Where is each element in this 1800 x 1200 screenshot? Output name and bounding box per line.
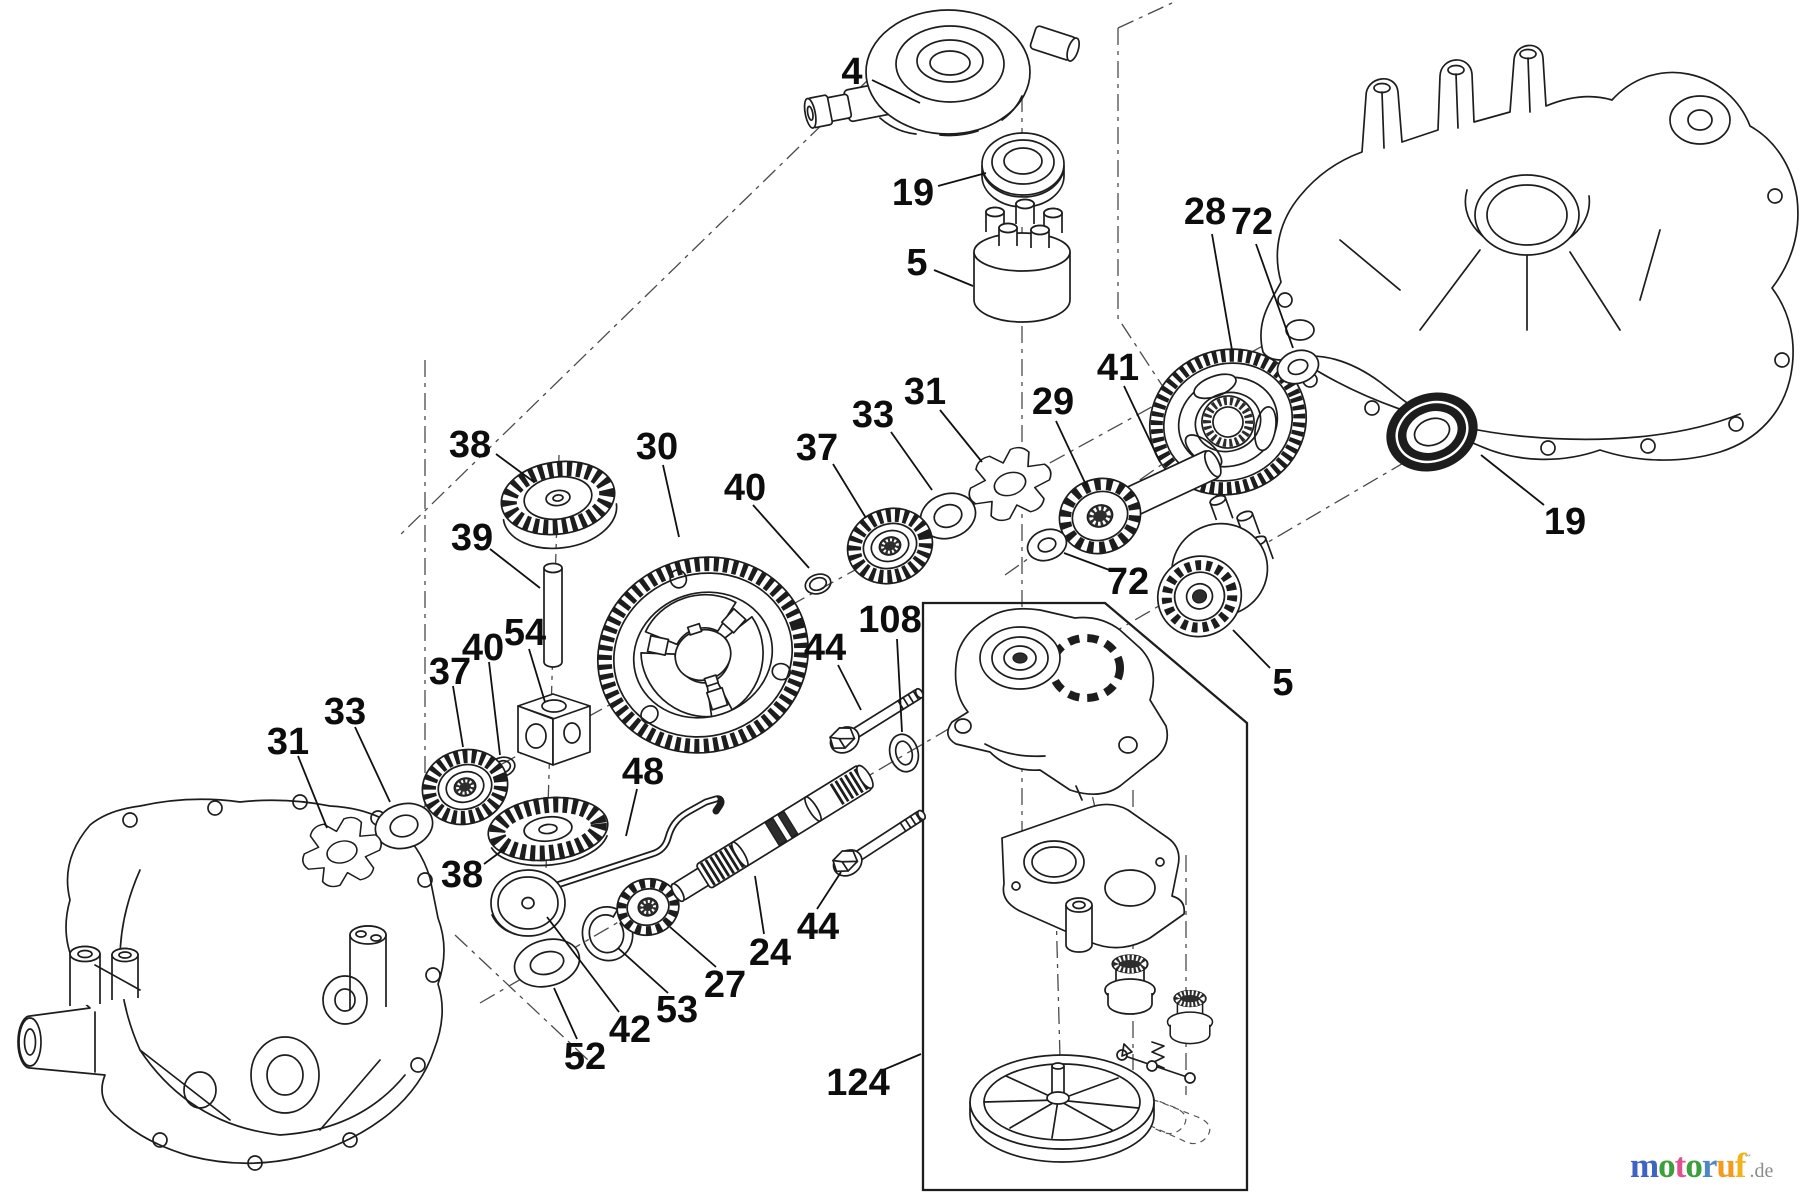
gear-27 — [616, 877, 680, 937]
o-ring-108 — [888, 733, 920, 773]
transaxle-housing-right — [1260, 44, 1799, 461]
subassembly-box-124 — [921, 601, 1249, 1192]
shaft-24 — [670, 764, 874, 903]
charge-pump-assembly — [803, 9, 1080, 137]
callout-108: 108 — [858, 599, 921, 641]
seal-19-right — [1386, 392, 1478, 472]
callout-44a: 44 — [804, 627, 846, 669]
callout-30: 30 — [636, 426, 678, 468]
callout-37r: 37 — [796, 427, 838, 469]
callout-5b: 5 — [1272, 662, 1293, 704]
bevel-gear-38-upper — [500, 460, 618, 550]
callout-124: 124 — [826, 1062, 889, 1104]
callout-38t: 38 — [449, 424, 491, 466]
logo-letter: t — [1674, 1146, 1687, 1185]
callout-41: 41 — [1097, 347, 1139, 389]
star-coupler-31-left — [294, 810, 390, 894]
fan-wheel — [969, 1054, 1155, 1163]
part-callouts: 4 19 5 28 72 41 29 31 33 37 40 30 38 39 … — [267, 51, 1586, 1104]
callout-29: 29 — [1032, 381, 1074, 423]
pump-center-section — [947, 607, 1169, 801]
pin-39 — [543, 562, 563, 668]
logo-letter: o — [1658, 1146, 1675, 1185]
washer-33-left — [374, 802, 434, 850]
washer-72-top — [1276, 349, 1320, 385]
logo-letter: o — [1685, 1146, 1702, 1185]
bevel-gear-38-lower — [487, 796, 609, 867]
logo-tld: .de — [1749, 1160, 1774, 1182]
logo-trademark: ˝ — [1746, 1152, 1750, 1166]
logo-letter: m — [1630, 1146, 1659, 1185]
bypass-linkage — [1116, 1043, 1196, 1084]
check-valve-plug — [1168, 991, 1213, 1044]
final-gear-30 — [596, 556, 810, 754]
logo-letter: u — [1716, 1146, 1735, 1185]
callout-52: 52 — [564, 1036, 606, 1078]
callout-4: 4 — [841, 51, 862, 93]
callout-72b: 72 — [1107, 561, 1149, 603]
callout-72a: 72 — [1231, 201, 1273, 243]
pump-end-plate — [1001, 803, 1186, 953]
callout-19a: 19 — [892, 172, 934, 214]
logo-letter: r — [1701, 1146, 1718, 1185]
callout-54: 54 — [504, 612, 546, 654]
shift-rod-48 — [544, 795, 725, 892]
callout-44b: 44 — [797, 906, 839, 948]
washer-72-center — [1026, 528, 1068, 562]
star-coupler-31-right — [958, 438, 1062, 530]
callout-53: 53 — [656, 989, 698, 1031]
block-54 — [517, 693, 591, 766]
callout-40l: 40 — [462, 627, 504, 669]
callout-5a: 5 — [906, 242, 927, 284]
disc-42 — [490, 869, 566, 937]
bolt-44-lower — [827, 801, 932, 882]
piston-block-top — [973, 198, 1071, 323]
callout-19b: 19 — [1544, 501, 1586, 543]
transaxle-housing-left — [17, 794, 445, 1171]
callout-24: 24 — [749, 932, 791, 974]
callout-33r: 33 — [852, 394, 894, 436]
callout-39: 39 — [451, 517, 493, 559]
seal-19-top — [981, 132, 1065, 208]
check-valve-plug — [1105, 955, 1155, 1014]
callout-27: 27 — [704, 964, 746, 1006]
callout-31l: 31 — [267, 721, 309, 763]
callout-37l: 37 — [429, 651, 471, 693]
pinion-gear-29 — [1058, 477, 1142, 555]
callout-48: 48 — [622, 751, 664, 793]
washer-52 — [513, 938, 581, 988]
piston-block-bearing-5 — [1156, 494, 1274, 638]
callout-38b: 38 — [441, 854, 483, 896]
bolt-44-upper — [824, 679, 930, 759]
callout-28: 28 — [1184, 191, 1226, 233]
callout-31r: 31 — [904, 371, 946, 413]
callout-42: 42 — [609, 1009, 651, 1051]
callout-33l: 33 — [324, 691, 366, 733]
callout-40r: 40 — [724, 467, 766, 509]
logo-letter: f — [1734, 1146, 1747, 1185]
leader-lines — [297, 79, 1545, 1071]
